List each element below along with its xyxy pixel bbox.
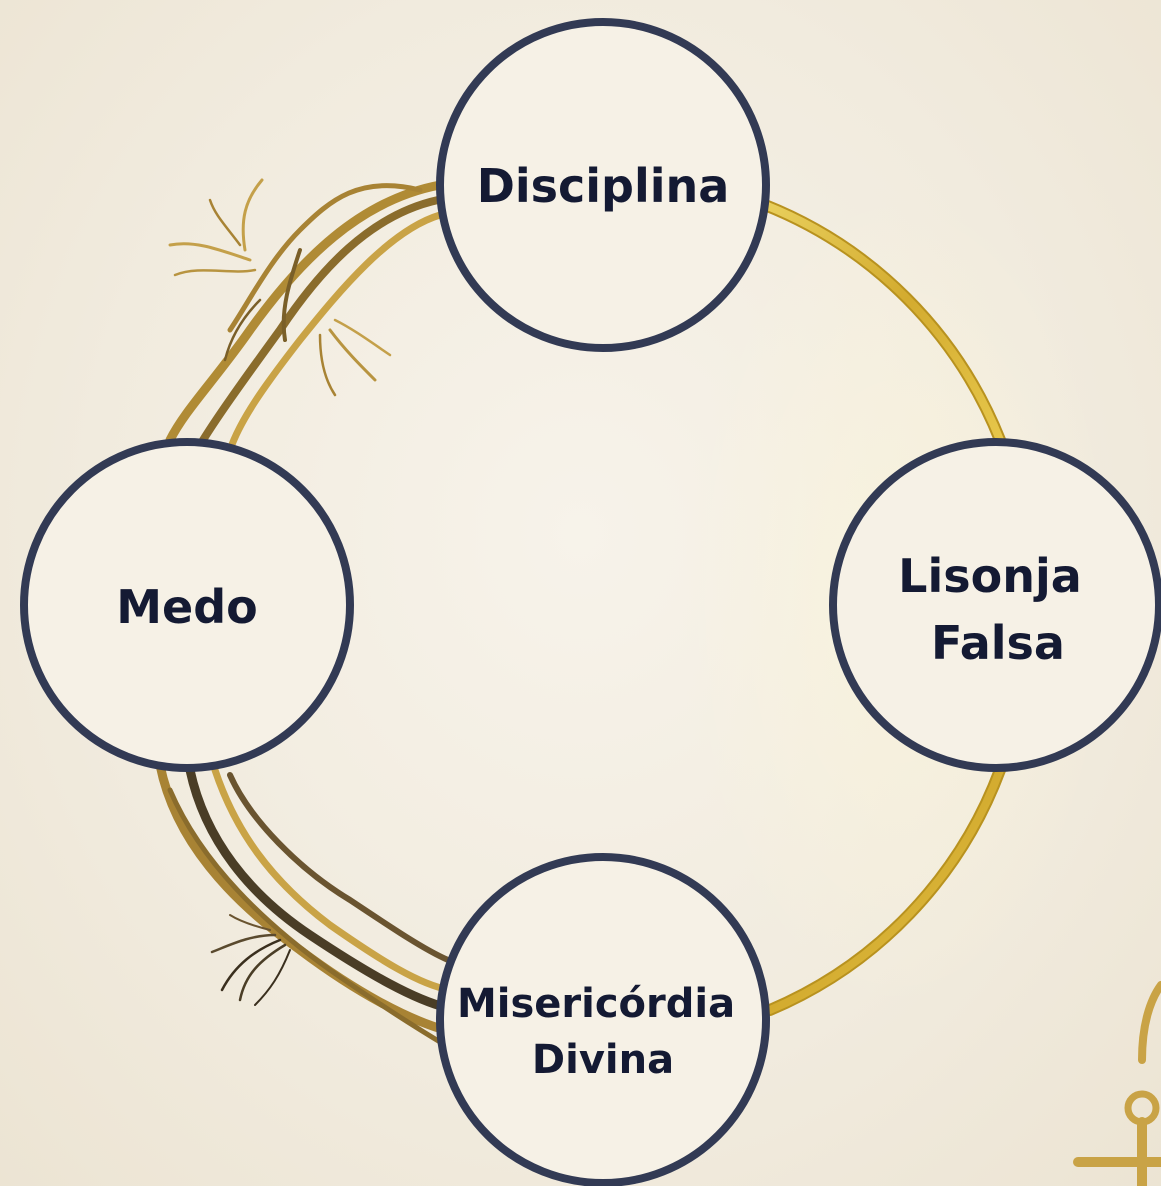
frayed-rope-upper — [170, 180, 440, 450]
node-misericordia-divina: Misericórdia Divina — [440, 857, 766, 1183]
node-disciplina-label: Disciplina — [477, 159, 730, 213]
node-medo-label: Medo — [116, 580, 258, 634]
decorative-emblem — [1078, 985, 1161, 1186]
node-lisonja-falsa: Lisonja Falsa — [833, 442, 1159, 768]
frayed-rope-lower — [160, 765, 450, 1045]
node-disciplina: Disciplina — [440, 22, 766, 348]
node-medo: Medo — [24, 442, 350, 768]
